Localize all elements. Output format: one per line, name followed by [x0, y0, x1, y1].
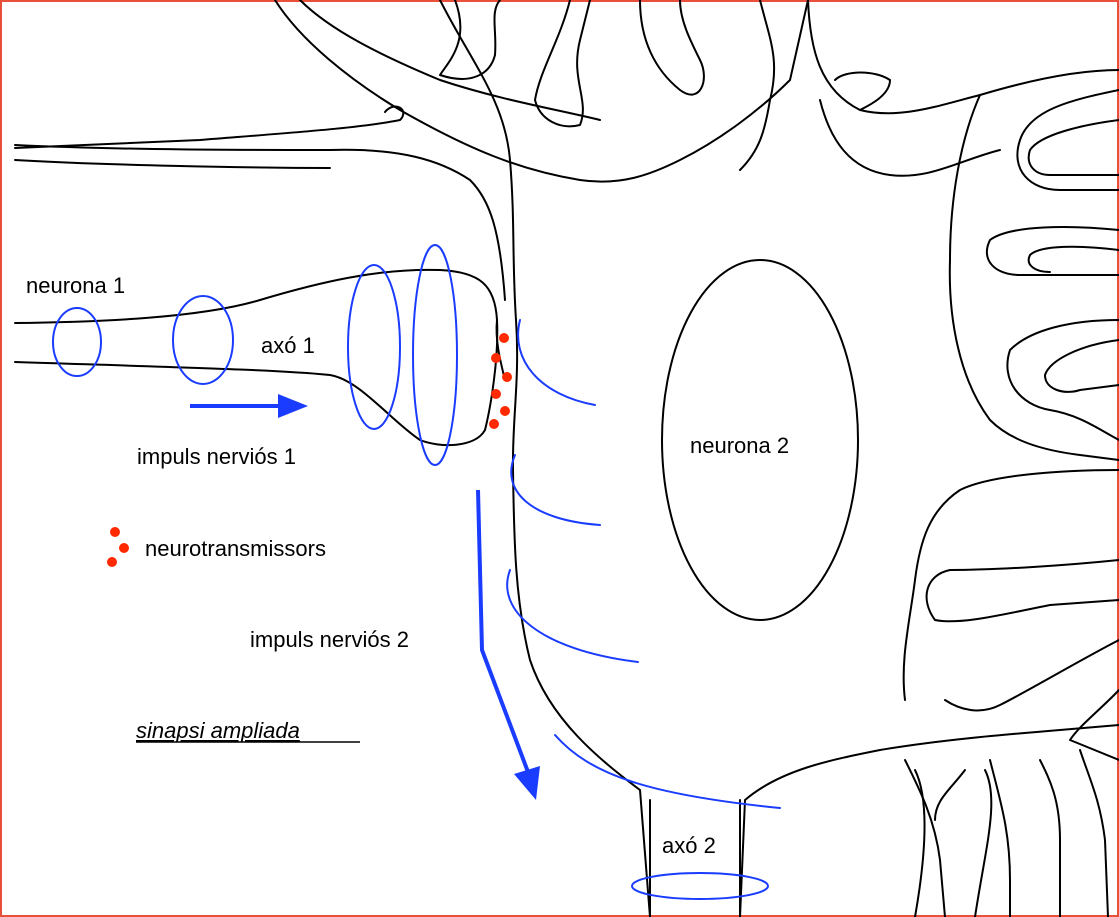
label-axo-2: axó 2 [662, 833, 716, 858]
impulse-1-arrow [190, 394, 308, 418]
label-impuls-1: impuls nerviós 1 [137, 444, 296, 469]
impulse-2-arrow [478, 490, 540, 800]
axon-2-impulse-ring [632, 873, 768, 899]
label-axo-1: axó 1 [261, 333, 315, 358]
neuron-2-impulse-waves [507, 320, 780, 808]
label-impuls-2: impuls nerviós 2 [250, 627, 409, 652]
synapse-neurotransmitters [489, 333, 512, 429]
label-neurotransmissors: neurotransmissors [145, 536, 326, 561]
label-neurona-2: neurona 2 [690, 433, 789, 458]
label-sinapsi-ampliada: sinapsi ampliada [136, 718, 300, 743]
label-neurona-1: neurona 1 [26, 273, 125, 298]
neurotransmitter-legend-icon [107, 527, 129, 567]
